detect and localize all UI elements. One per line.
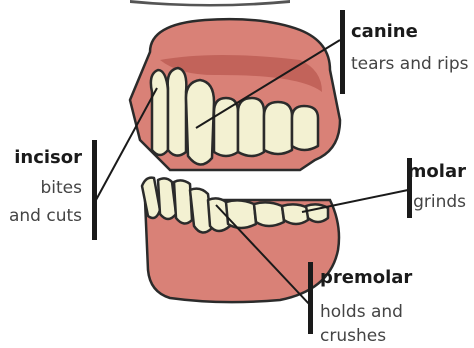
- lower-molar-tooth: [254, 202, 284, 226]
- upper-premolar-tooth: [238, 98, 264, 156]
- canine-label: canine tears and rips: [351, 20, 469, 76]
- incisor-label-bar: [92, 140, 97, 240]
- premolar-label: premolar holds and crushes: [320, 266, 474, 348]
- upper-canine-tooth: [186, 80, 214, 165]
- incisor-label: incisor bites and cuts: [9, 146, 82, 228]
- molar-name: molar: [408, 160, 466, 184]
- canine-name: canine: [351, 20, 469, 44]
- incisor-description-line-1: bites: [9, 176, 82, 200]
- upper-incisor-tooth: [151, 70, 168, 155]
- premolar-label-bar: [308, 262, 313, 334]
- canine-label-bar: [340, 10, 345, 94]
- premolar-name: premolar: [320, 266, 474, 290]
- incisor-name: incisor: [9, 146, 82, 170]
- molar-description: grinds: [408, 190, 466, 214]
- upper-premolar-tooth: [214, 98, 238, 156]
- lower-molar-tooth: [282, 204, 308, 224]
- cropped-top-element: [130, 0, 290, 7]
- upper-incisor-tooth: [168, 68, 187, 156]
- canine-description: tears and rips: [351, 52, 469, 76]
- upper-molar-tooth: [292, 106, 318, 150]
- upper-molar-tooth: [264, 102, 292, 154]
- lower-premolar-tooth: [226, 200, 256, 228]
- molar-label: molar grinds: [408, 160, 466, 214]
- lower-incisor-tooth: [174, 180, 192, 223]
- incisor-description-line-2: and cuts: [9, 204, 82, 228]
